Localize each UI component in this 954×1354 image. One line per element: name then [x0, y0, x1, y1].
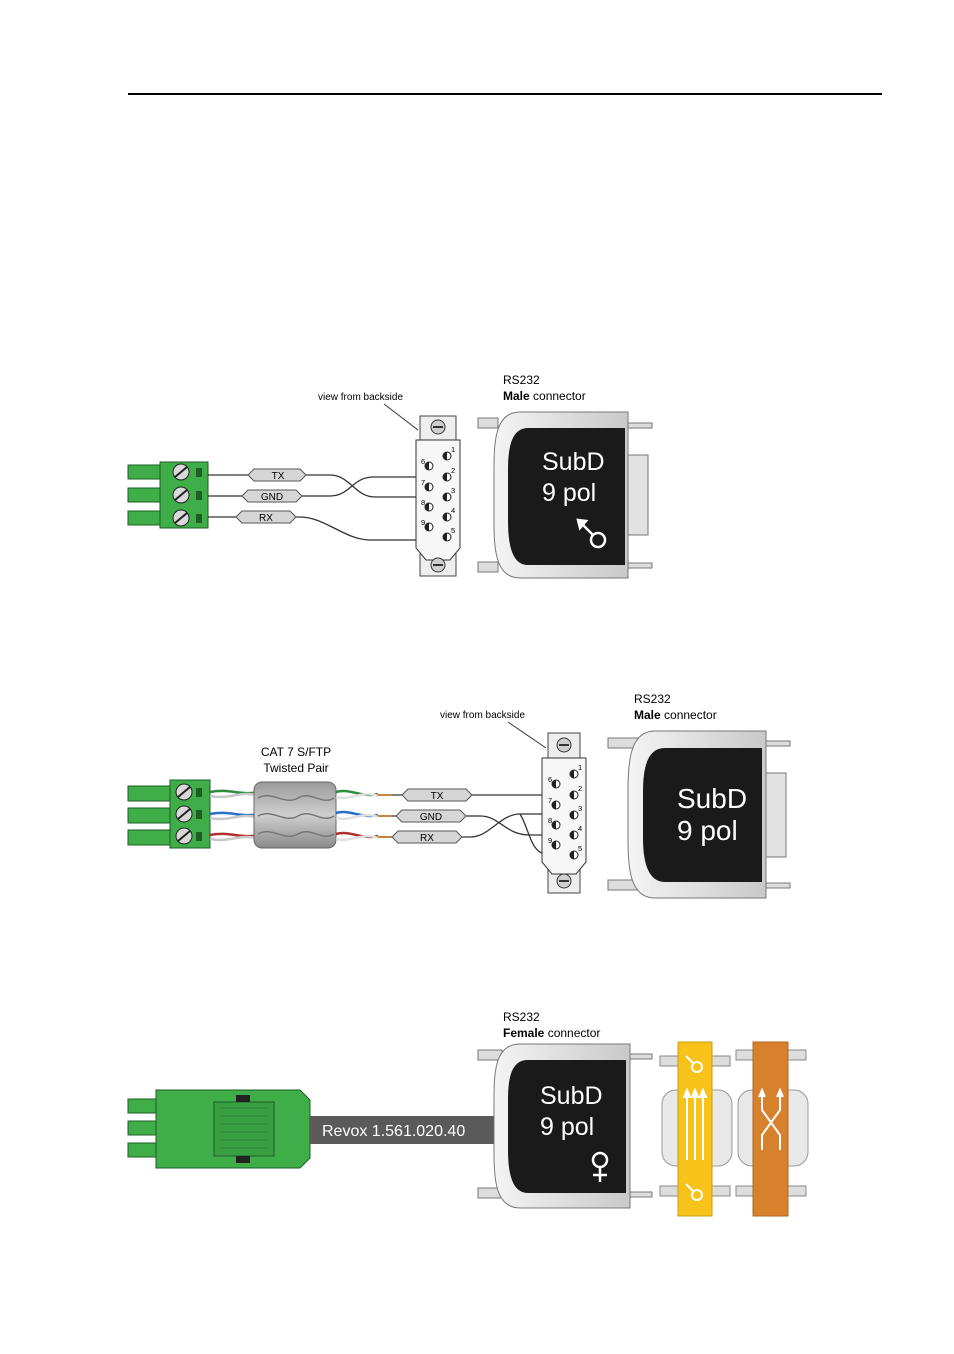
diagram-1: TX GND RX view from backside	[127, 373, 653, 579]
view-from-backside-label: view from backside	[318, 392, 403, 403]
svg-text:9: 9	[548, 836, 552, 845]
svg-text:3: 3	[451, 486, 455, 495]
null-modem-adapter	[735, 1041, 809, 1217]
svg-text:6: 6	[421, 457, 425, 466]
male-symbol-icon	[576, 518, 607, 549]
pins-1-5	[442, 451, 452, 542]
pins-1-5	[569, 769, 579, 860]
pin-numbers: 1 2 3 4 5 6 7 8 9	[548, 763, 582, 853]
signal-label-rx: RX	[391, 830, 463, 844]
svg-text:8: 8	[548, 816, 552, 825]
svg-text:6: 6	[548, 775, 552, 784]
svg-text:8: 8	[421, 498, 425, 507]
subd-backside	[415, 415, 461, 577]
wires	[208, 474, 446, 541]
svg-text:4: 4	[451, 506, 455, 515]
connector-type-label: RS232	[503, 373, 540, 387]
female-symbol-icon	[591, 1151, 609, 1182]
svg-text:RX: RX	[420, 833, 434, 844]
view-leader-line	[507, 721, 547, 749]
terminal-block	[127, 461, 209, 529]
svg-text:GND: GND	[420, 812, 442, 823]
pin-numbers: 1 2 3 4 5 6 7 8 9	[421, 445, 455, 535]
pins-6-9	[551, 779, 561, 850]
terminal-block	[127, 779, 211, 849]
connector-type-label: RS232	[634, 692, 671, 706]
svg-text:4: 4	[578, 824, 582, 833]
view-from-backside-label: view from backside	[440, 710, 525, 721]
svg-text:5: 5	[451, 526, 455, 535]
connector-kind-label: Female connector	[503, 1026, 600, 1040]
subd-label-line2: 9 pol	[542, 479, 596, 507]
connector-kind-label: Male connector	[634, 708, 717, 722]
twisted-pair-cable	[253, 781, 337, 849]
cable-label-line2: Twisted Pair	[263, 761, 328, 775]
svg-text:9: 9	[421, 518, 425, 527]
signal-label-gnd: GND	[241, 489, 303, 503]
svg-text:2: 2	[578, 784, 582, 793]
pair-wires-left	[209, 789, 261, 842]
diagram-2: CAT 7 S/FTP Twisted Pair TX GND	[127, 692, 791, 899]
signal-label-tx: TX	[401, 788, 473, 802]
terminal-plug	[127, 1089, 311, 1169]
signal-label-gnd: GND	[395, 809, 467, 823]
subd-label-line1: SubD	[542, 448, 605, 476]
subd-label-line2: 9 pol	[677, 815, 738, 846]
connector-type-label: RS232	[503, 1010, 540, 1024]
connector-kind-label: Male connector	[503, 389, 586, 403]
subd-female-connector: SubD 9 pol	[477, 1043, 653, 1209]
svg-text:3: 3	[578, 804, 582, 813]
svg-text:TX: TX	[272, 471, 285, 482]
diagram-3: Revox 1.561.020.40 RS232 Female connecto…	[127, 1010, 809, 1217]
svg-text:GND: GND	[261, 492, 283, 503]
subd-label-line1: SubD	[677, 783, 747, 814]
cable-part-number: Revox 1.561.020.40	[322, 1123, 465, 1140]
subd-label-line2: 9 pol	[540, 1113, 594, 1141]
svg-text:5: 5	[578, 844, 582, 853]
svg-text:1: 1	[451, 445, 455, 454]
subd-male-connector: SubD 9 pol	[607, 730, 791, 899]
subd-label-line1: SubD	[540, 1082, 603, 1110]
straight-through-icon	[682, 1087, 708, 1160]
subd-backside	[541, 732, 587, 894]
view-leader-line	[383, 403, 419, 431]
signal-label-rx: RX	[235, 510, 297, 524]
subd-male-connector: SubD 9 pol	[477, 411, 653, 579]
revox-cable: Revox 1.561.020.40	[310, 1116, 500, 1144]
cable-label-line1: CAT 7 S/FTP	[261, 745, 331, 759]
signal-label-tx: TX	[247, 468, 307, 482]
svg-text:2: 2	[451, 466, 455, 475]
crossover-icon	[758, 1087, 784, 1150]
pins-6-9	[424, 461, 434, 532]
gender-changer-adapter	[659, 1041, 733, 1217]
svg-text:TX: TX	[431, 791, 444, 802]
svg-text:1: 1	[578, 763, 582, 772]
pair-wires-right	[335, 789, 392, 842]
svg-text:7: 7	[548, 796, 552, 805]
svg-text:7: 7	[421, 478, 425, 487]
male-symbol-icon	[685, 1055, 703, 1201]
svg-text:RX: RX	[259, 513, 273, 524]
